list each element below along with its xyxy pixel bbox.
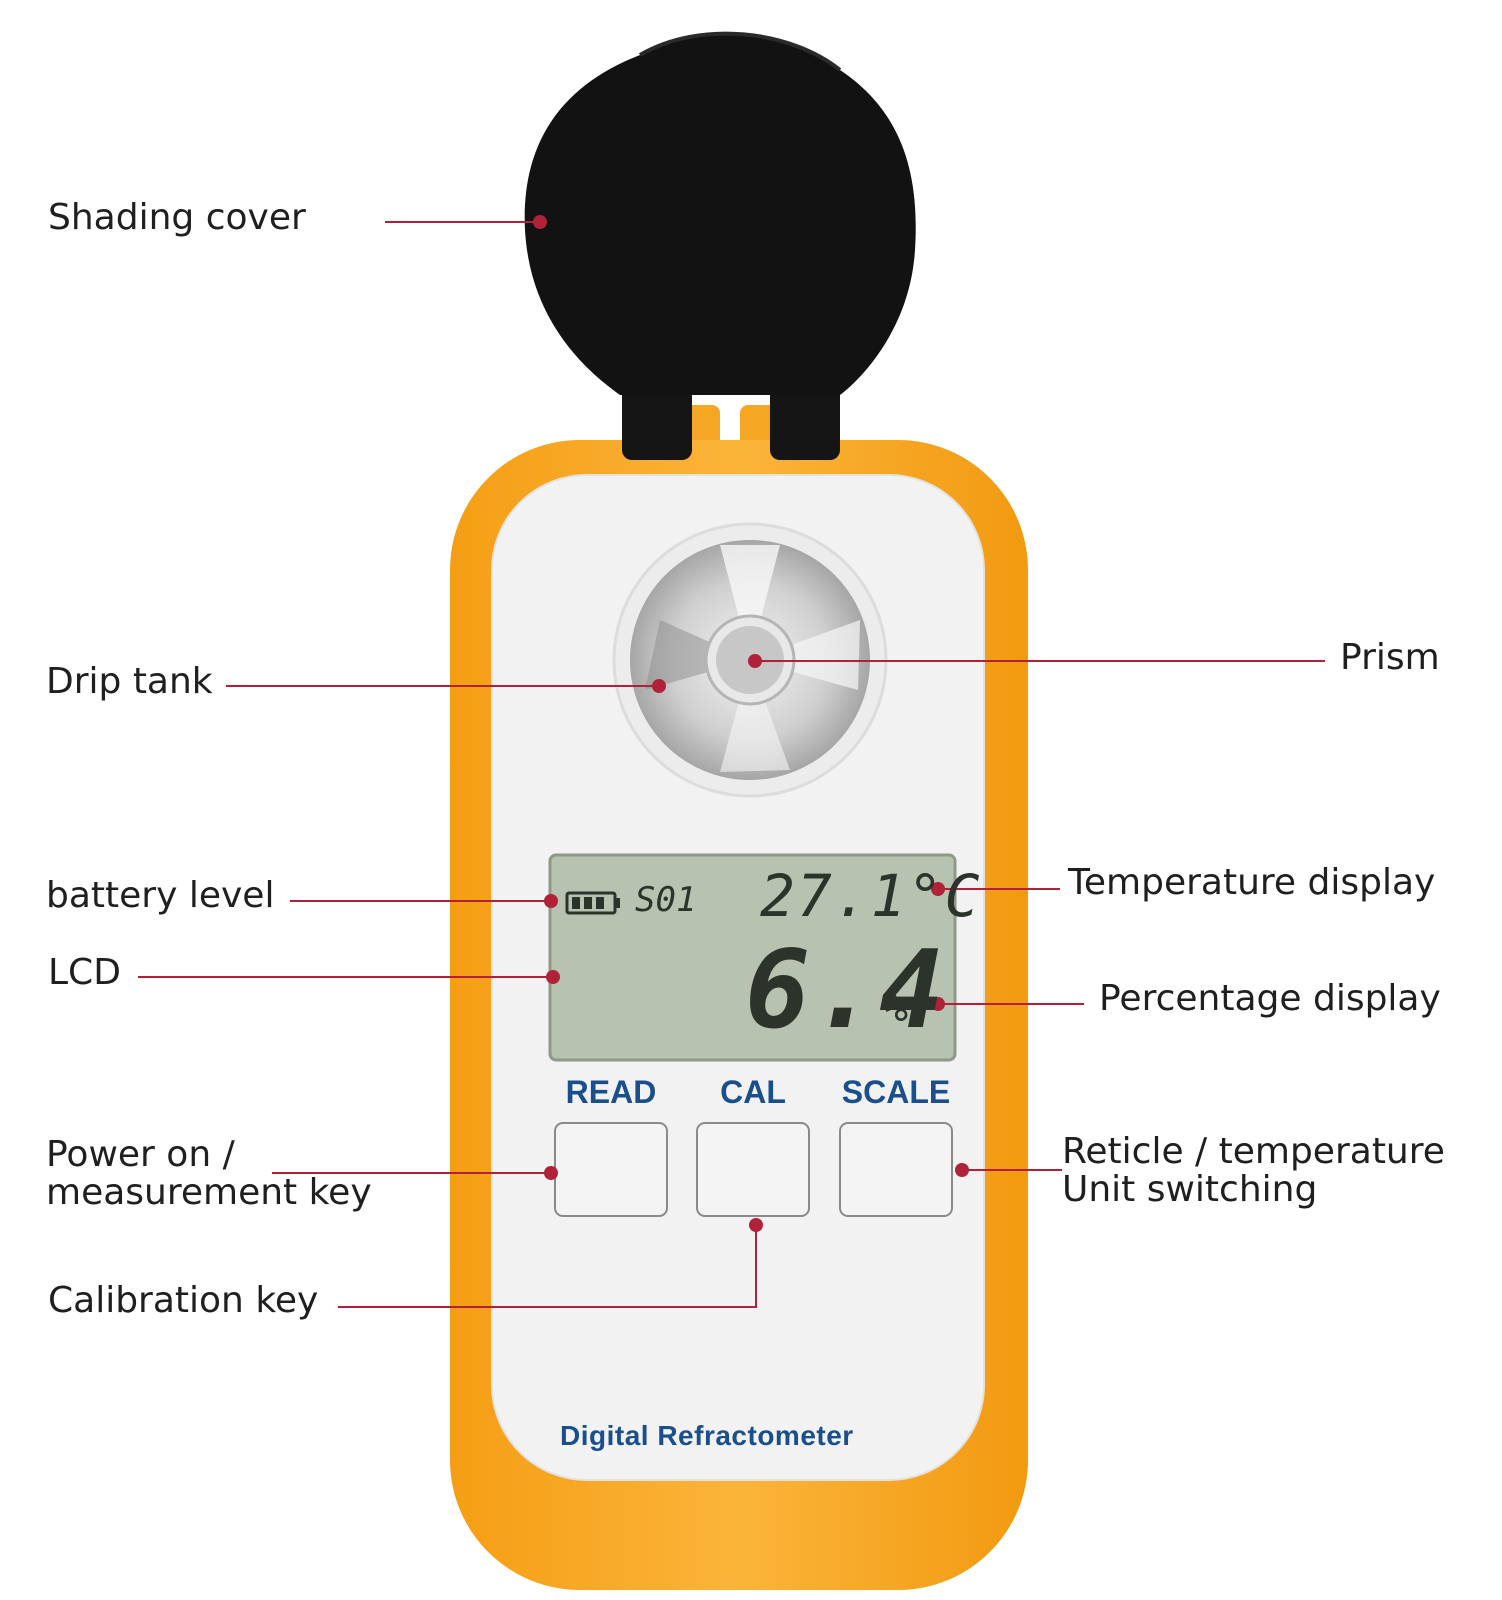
- cal-key[interactable]: [696, 1122, 810, 1217]
- lcd-percentage-unit: %: [884, 985, 909, 1031]
- callout-reticle-line1: Reticle / temperature: [1062, 1131, 1445, 1172]
- lcd-temperature-readout: 27.1°C: [760, 862, 982, 930]
- callout-drip-tank: Drip tank: [46, 661, 213, 702]
- brand-label: Digital Refractometer: [560, 1420, 854, 1451]
- callout-calibration-key: Calibration key: [48, 1280, 319, 1321]
- cal-key-label: CAL: [720, 1074, 786, 1110]
- scale-key[interactable]: [839, 1122, 953, 1217]
- callout-reticle-unit-switching: Reticle / temperature Unit switching: [1062, 1133, 1445, 1209]
- scale-key-label: SCALE: [841, 1074, 951, 1110]
- lcd-mode-readout: S01: [635, 880, 697, 920]
- callout-reticle-line2: Unit switching: [1062, 1168, 1318, 1210]
- callout-power-key: Power on / measurement key: [46, 1136, 372, 1212]
- lcd-screen: [548, 853, 957, 1062]
- battery-icon: [565, 891, 620, 915]
- read-key-label: READ: [565, 1074, 657, 1110]
- lcd-temperature-unit: °C: [907, 862, 982, 930]
- lcd-percentage-value: 6.4: [745, 928, 947, 1053]
- shading-cover[interactable]: [524, 31, 916, 460]
- leader-dots: [533, 215, 969, 1232]
- callout-shading-cover: Shading cover: [48, 197, 306, 238]
- callout-temperature-display: Temperature display: [1068, 862, 1436, 903]
- leader-lines: [138, 221, 1325, 1308]
- read-key[interactable]: [554, 1122, 668, 1217]
- callout-power-key-line2: measurement key: [46, 1171, 372, 1213]
- callout-prism: Prism: [1340, 637, 1440, 678]
- callout-percentage-display: Percentage display: [1099, 978, 1441, 1019]
- callout-battery-level: battery level: [46, 875, 275, 916]
- lcd-temperature-value: 27.1: [760, 862, 908, 930]
- leader-calibration-key: [338, 1225, 757, 1308]
- callout-power-key-line1: Power on /: [46, 1134, 235, 1175]
- callout-lcd: LCD: [48, 952, 121, 993]
